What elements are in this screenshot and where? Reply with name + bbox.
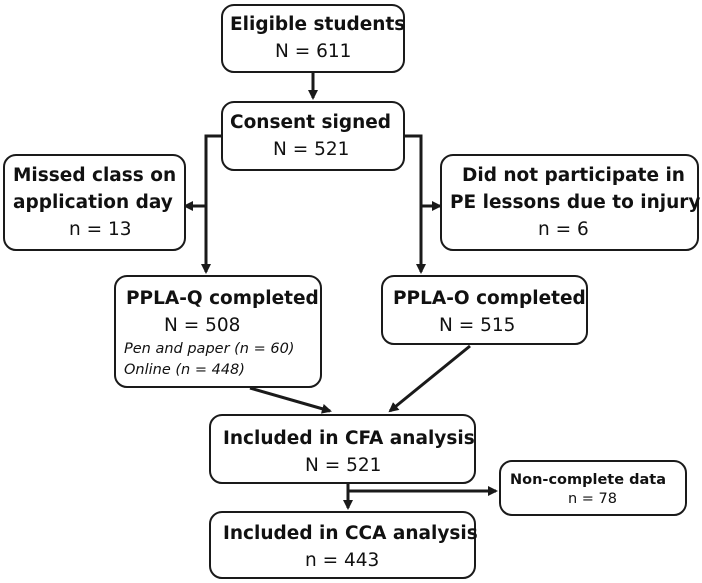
missed-class-box: Missed class on application day n = 13 <box>3 154 186 251</box>
arrow-pplao-to-cfa <box>388 344 471 413</box>
missed-count: n = 13 <box>69 219 132 240</box>
cca-analysis-box: Included in CCA analysis n = 443 <box>209 511 478 579</box>
cca-title: Included in CCA analysis <box>223 523 478 544</box>
injury-box: Did not participate in PE lessons due to… <box>440 154 701 251</box>
noncomplete-count: n = 78 <box>568 491 618 507</box>
noncomplete-title: Non-complete data <box>510 472 666 488</box>
ppla-q-box: PPLA-Q completed N = 508 Pen and paper (… <box>114 275 322 388</box>
cfa-analysis-box: Included in CFA analysis N = 521 <box>209 414 476 484</box>
injury-line2: PE lessons due to injury <box>450 192 701 213</box>
pplao-title: PPLA-O completed <box>393 288 586 309</box>
eligible-count: N = 611 <box>275 41 352 62</box>
missed-line2: application day <box>13 192 173 213</box>
pplaq-detail-online: Online (n = 448) <box>124 362 245 378</box>
arrow-consent-to-pplaq <box>201 134 222 274</box>
arrow-consent-to-pplao <box>405 134 426 274</box>
consent-count: N = 521 <box>273 139 350 160</box>
consent-signed-box: Consent signed N = 521 <box>221 101 405 171</box>
cfa-title: Included in CFA analysis <box>223 428 475 449</box>
non-complete-data-box: Non-complete data n = 78 <box>499 460 687 516</box>
missed-line1: Missed class on <box>13 165 177 186</box>
pplaq-title: PPLA-Q completed <box>126 288 319 309</box>
consent-title: Consent signed <box>230 112 392 133</box>
pplao-count: N = 515 <box>439 315 516 336</box>
eligible-students-box: Eligible students N = 611 <box>221 4 405 73</box>
arrow-pplaq-to-cfa <box>249 386 332 414</box>
injury-count: n = 6 <box>538 219 589 240</box>
injury-line1: Did not participate in <box>462 165 685 186</box>
eligible-title: Eligible students <box>230 14 406 35</box>
ppla-o-box: PPLA-O completed N = 515 <box>381 275 588 345</box>
pplaq-count: N = 508 <box>164 315 241 336</box>
cfa-count: N = 521 <box>305 455 382 476</box>
pplaq-detail-pen-paper: Pen and paper (n = 60) <box>124 341 295 357</box>
cca-count: n = 443 <box>305 550 380 571</box>
